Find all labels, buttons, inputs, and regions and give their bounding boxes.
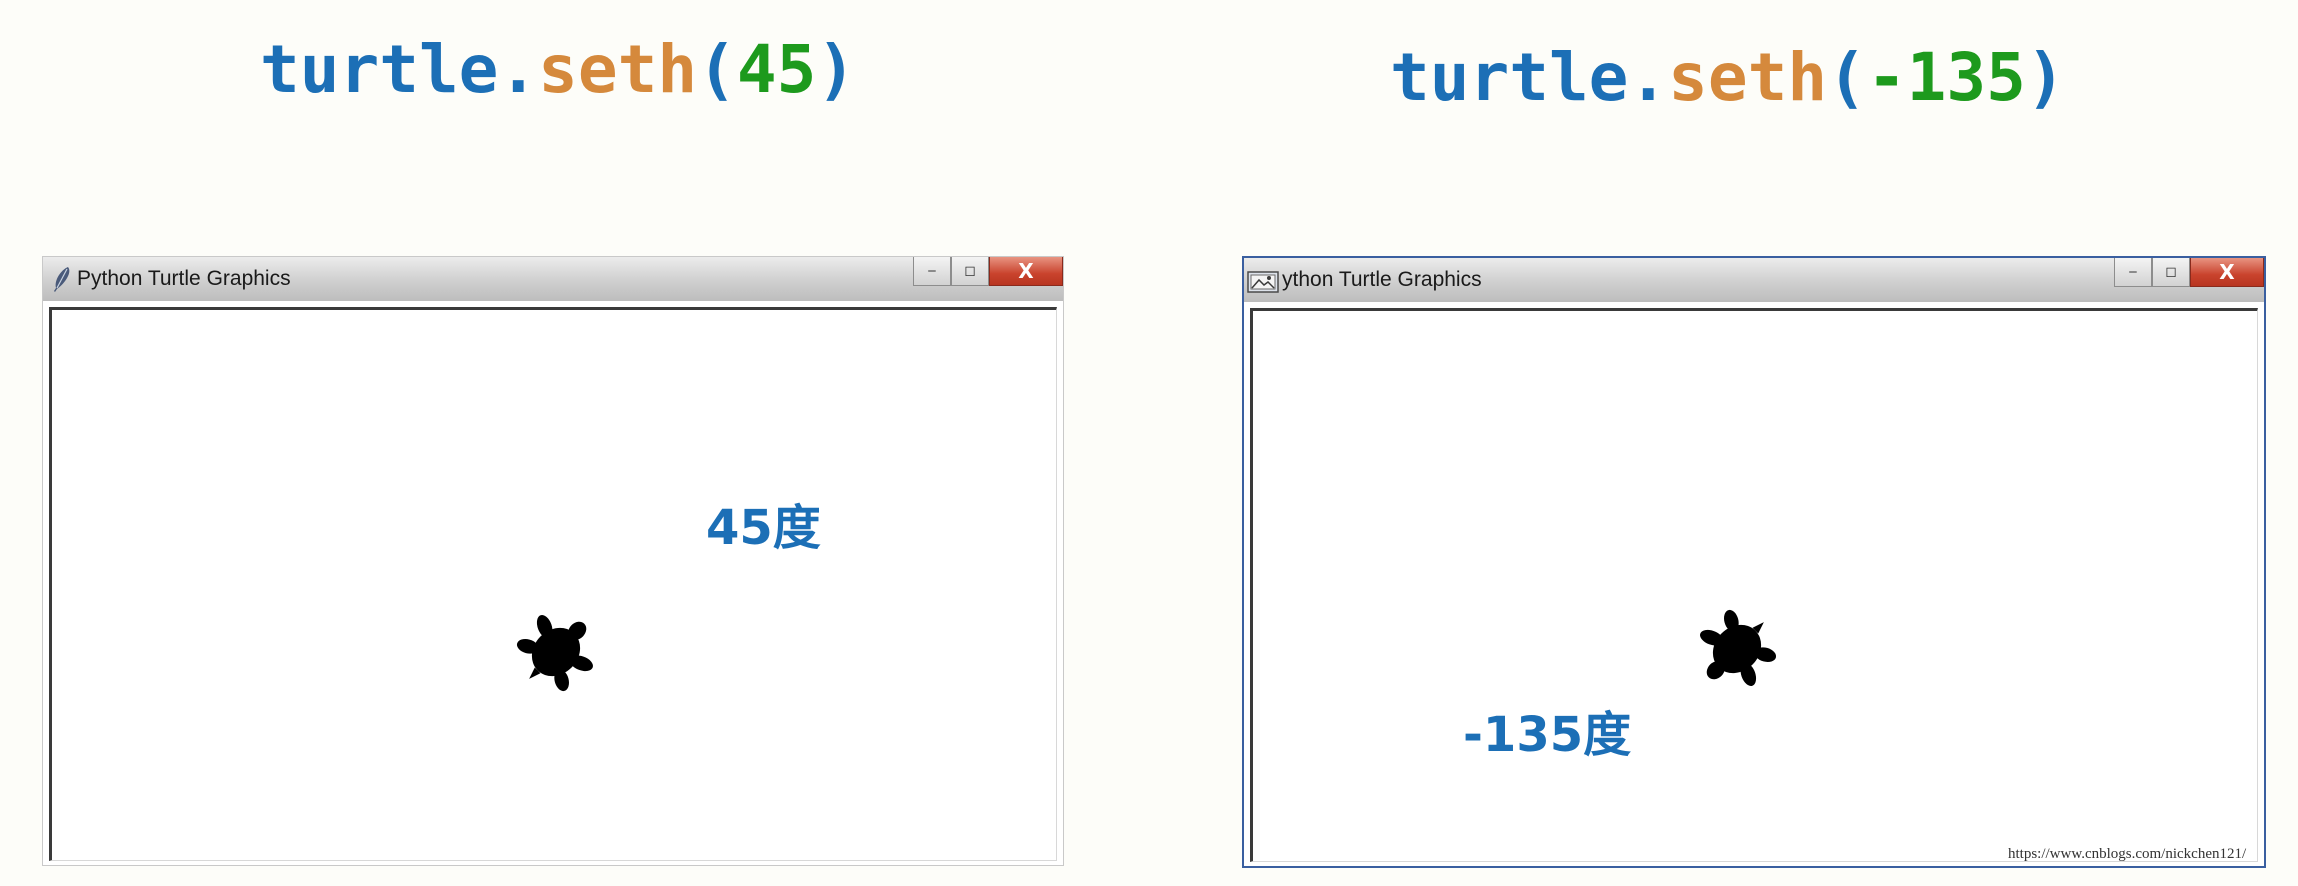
window-title: Python Turtle Graphics	[77, 267, 291, 290]
close-icon: X	[1018, 259, 1034, 283]
code-object: turtle	[1390, 39, 1629, 116]
maximize-button[interactable]: ◻	[2152, 258, 2190, 287]
code-open-paren: (	[1827, 39, 1867, 116]
turtle-icon	[1700, 609, 1777, 686]
watermark: https://www.cnblogs.com/nickchen121/	[2008, 846, 2247, 862]
code-close-paren: )	[816, 31, 857, 108]
turtle-canvas[interactable]: -135度	[1250, 308, 2258, 862]
minimize-icon: ‒	[927, 263, 937, 279]
code-argument: -135	[1866, 39, 2026, 116]
maximize-icon: ◻	[2165, 264, 2177, 280]
feather-icon	[49, 265, 75, 293]
code-method: seth	[1668, 39, 1828, 116]
turtle-icon	[516, 615, 593, 692]
maximize-button[interactable]: ◻	[951, 257, 989, 286]
code-argument: 45	[736, 31, 817, 108]
angle-label: 45度	[706, 500, 821, 556]
code-close-paren: )	[2025, 39, 2066, 116]
minimize-icon: ‒	[2128, 264, 2138, 280]
maximize-icon: ◻	[964, 263, 976, 279]
code-dot: .	[1628, 39, 1669, 116]
minimize-button[interactable]: ‒	[2114, 258, 2152, 287]
code-open-paren: (	[697, 31, 737, 108]
title-bar[interactable]: ython Turtle Graphics ‒ ◻ X	[1244, 258, 2264, 302]
minimize-button[interactable]: ‒	[913, 257, 951, 286]
window-title: ython Turtle Graphics	[1282, 268, 1482, 291]
code-title-left: turtle.seth(45)	[260, 30, 856, 110]
close-button[interactable]: X	[2190, 258, 2264, 287]
title-bar[interactable]: Python Turtle Graphics ‒ ◻ X	[43, 257, 1063, 301]
code-dot: .	[498, 31, 539, 108]
close-button[interactable]: X	[989, 257, 1063, 286]
turtle-window-right: ython Turtle Graphics ‒ ◻ X -135度	[1242, 256, 2266, 868]
window-controls: ‒ ◻ X	[2114, 258, 2264, 288]
close-icon: X	[2219, 260, 2235, 284]
window-controls: ‒ ◻ X	[913, 257, 1063, 287]
angle-label: -135度	[1463, 707, 1632, 763]
code-title-right: turtle.seth(-135)	[1390, 38, 2066, 118]
code-method: seth	[538, 31, 698, 108]
picture-icon	[1246, 266, 1282, 294]
turtle-window-left: Python Turtle Graphics ‒ ◻ X 45度	[42, 256, 1064, 866]
code-object: turtle	[260, 31, 499, 108]
turtle-canvas[interactable]: 45度	[49, 307, 1057, 861]
